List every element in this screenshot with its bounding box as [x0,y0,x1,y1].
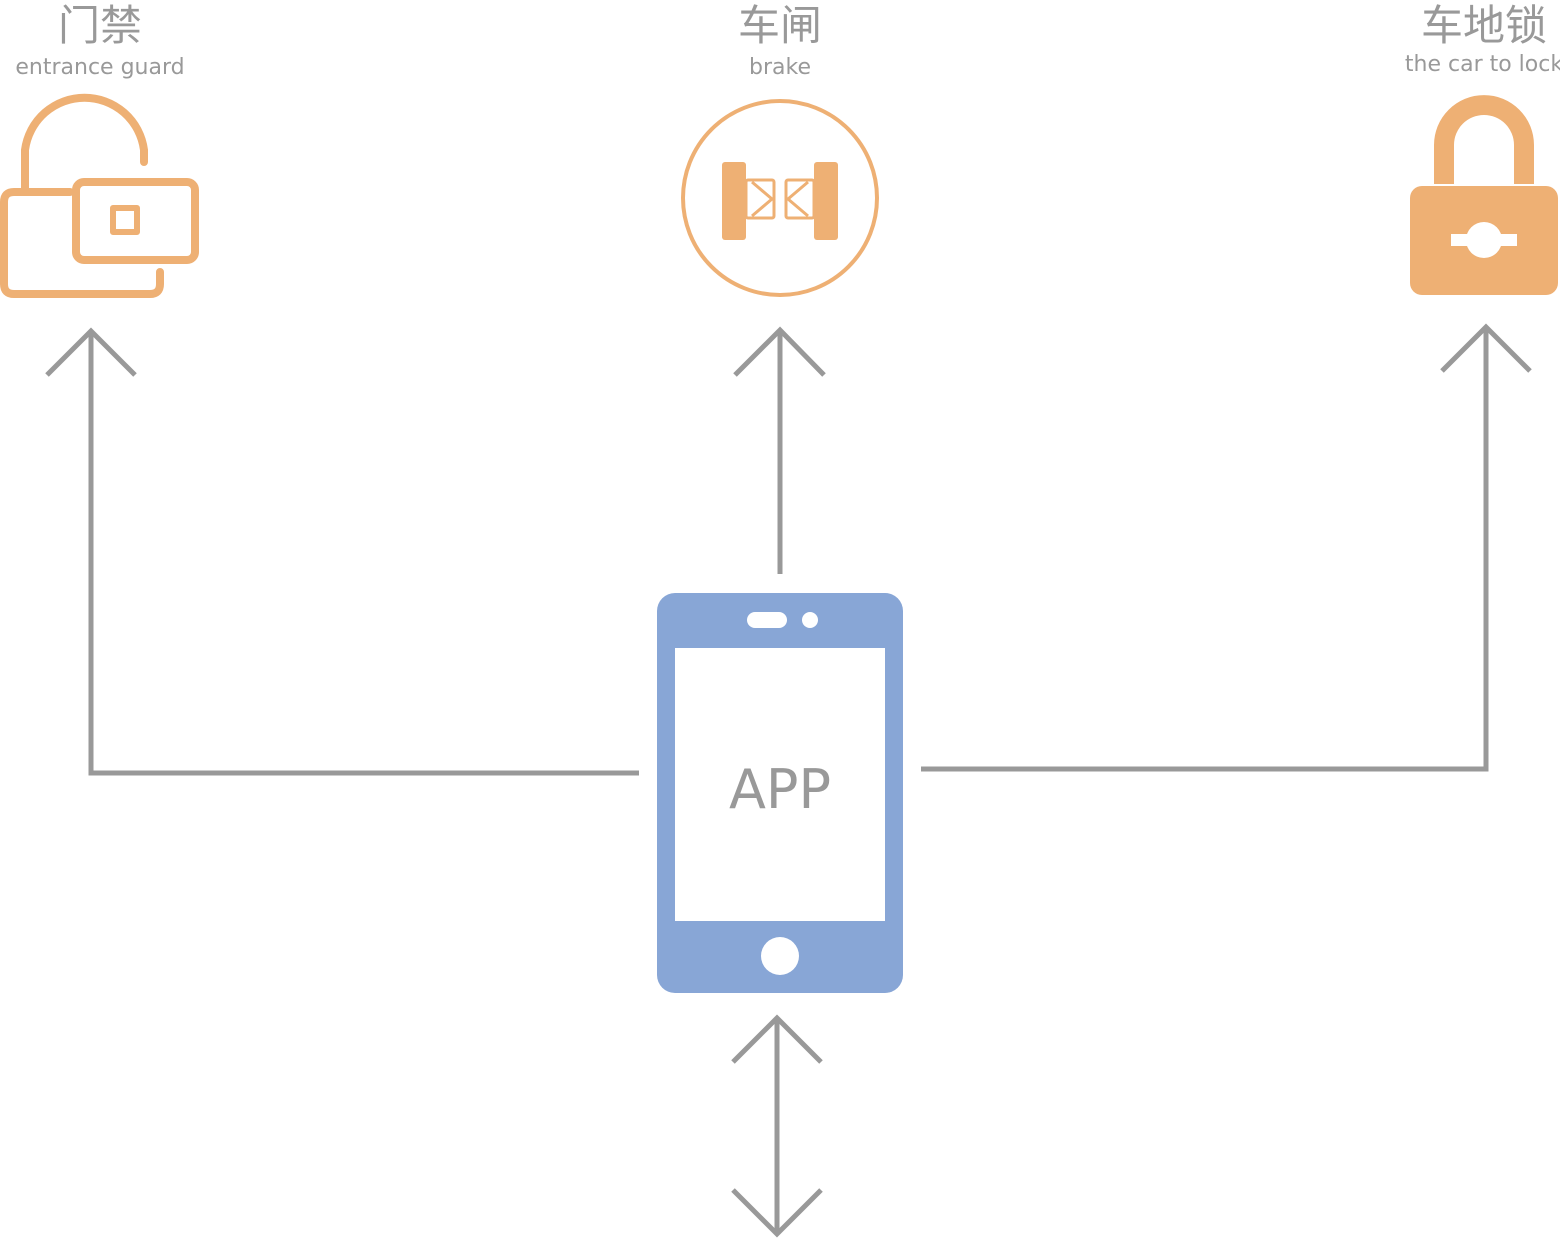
front-camera [802,612,818,628]
brake-title-en: brake [749,55,811,80]
car-lock-title-en: the car to lock [1405,52,1560,77]
smartphone-icon [657,593,903,993]
padlock-icon [1410,95,1558,295]
connector-app-to-car-lock [921,327,1489,772]
unlock-card-icon [0,93,199,298]
arrowhead-bottom-down [731,1188,823,1238]
entrance-guard-title-en: entrance guard [15,55,184,80]
arrowhead-brake [733,326,826,377]
car-lock-title-cn: 车地锁 [1421,1,1547,50]
connector-app-to-entrance [88,330,639,776]
arrowhead-car-lock [1440,323,1532,373]
entrance-guard-title-cn: 门禁 [58,1,142,50]
arrowhead-entrance [45,327,137,377]
arrowhead-bottom-up [731,1014,823,1064]
brake-title-cn: 车闸 [738,1,822,50]
home-button [761,937,799,975]
app-label: APP [729,758,831,821]
gate-barrier-icon [681,99,879,297]
speaker-slot [747,612,787,628]
